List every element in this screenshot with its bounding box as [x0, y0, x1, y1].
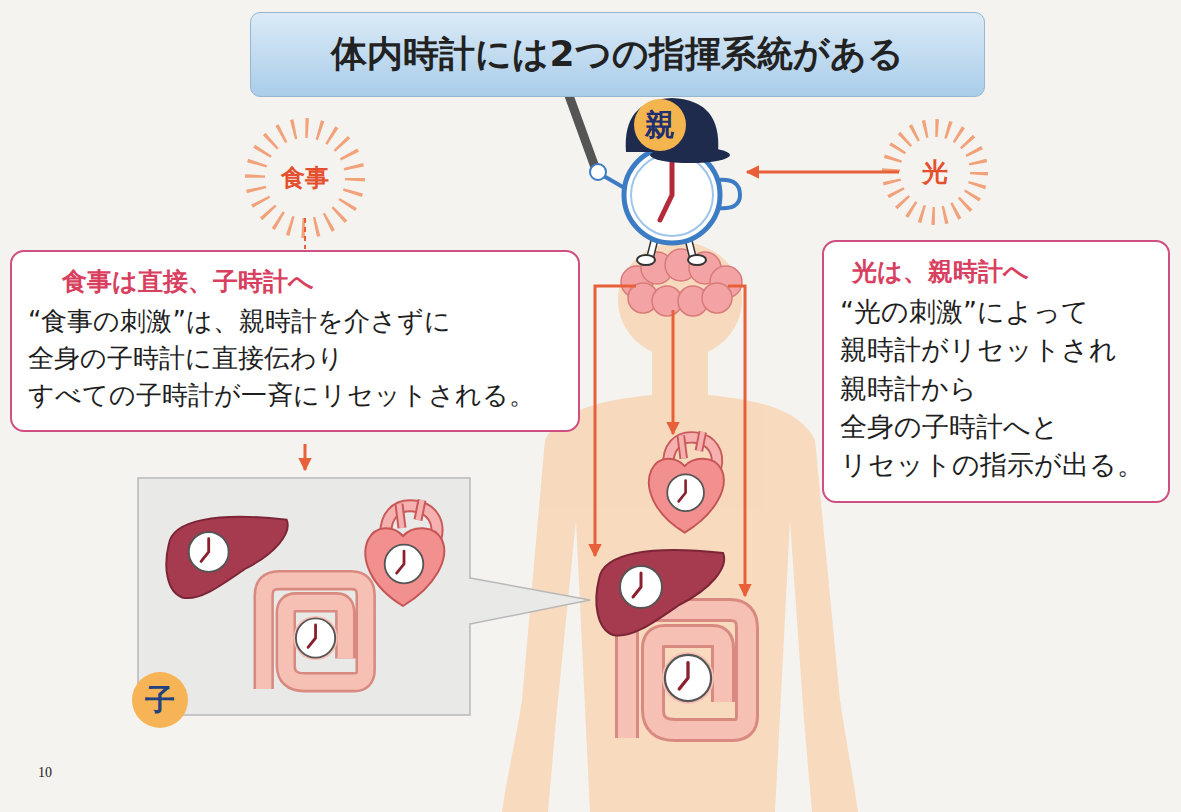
callout-body: “食事の刺激”は、親時計を介さずに 全身の子時計に直接伝わり すべての子時計が一… [28, 303, 564, 414]
illustration-part [590, 164, 606, 180]
node-label: 親 [634, 99, 686, 151]
inset-panel [138, 478, 590, 715]
child-clock-badge: 子 [132, 672, 188, 728]
callout-heading: 食事は直接、子時計へ [28, 264, 564, 299]
connector [304, 218, 306, 249]
master-clock-badge: 親 [595, 95, 745, 250]
light-burst [891, 128, 979, 216]
light-burst-label: 光 [901, 138, 969, 206]
node-label: 光 [922, 155, 948, 190]
illustration-part [702, 283, 732, 313]
illustration-part [595, 286, 636, 556]
connector [747, 171, 899, 174]
illustration-part [138, 478, 470, 715]
node-label: 食事 [281, 162, 329, 194]
title-banner: 体内時計には2つの指揮系統がある [250, 12, 985, 97]
illustration-part [264, 580, 366, 689]
meal-burst [255, 128, 355, 228]
illustration-part [728, 286, 745, 596]
illustration-part [626, 98, 719, 152]
heart [649, 432, 724, 533]
signal-arrows [595, 286, 745, 596]
illustration-part [631, 154, 713, 236]
illustration-part [688, 255, 706, 265]
illustration-part [365, 500, 444, 606]
callout-box: 食事は直接、子時計へ “食事の刺激”は、親時計を介さずに 全身の子時計に直接伝わり… [10, 250, 580, 432]
callout-box: 光は、親時計へ “光の刺激”によって 親時計がリセットされ 親時計から 全身の子時… [822, 240, 1170, 503]
intestine [627, 610, 747, 738]
callout-heading: 光は、親時計へ [840, 254, 1154, 289]
brain [621, 249, 742, 316]
node-label: 子 [145, 680, 175, 721]
illustration-part [672, 310, 675, 434]
illustration-part [637, 255, 655, 265]
liver [596, 550, 724, 636]
illustration-part [618, 242, 742, 358]
callout-body: “光の刺激”によって 親時計がリセットされ 親時計から 全身の子時計へと リセッ… [840, 293, 1154, 485]
pointer-arrow [304, 444, 307, 470]
illustration-part [567, 90, 596, 170]
illustration-part [660, 162, 672, 220]
meal-burst-label: 食事 [267, 140, 343, 216]
illustration-part [470, 578, 590, 624]
page-number: 10 [38, 765, 52, 781]
master-clock [567, 90, 740, 265]
illustration-part [466, 579, 472, 623]
